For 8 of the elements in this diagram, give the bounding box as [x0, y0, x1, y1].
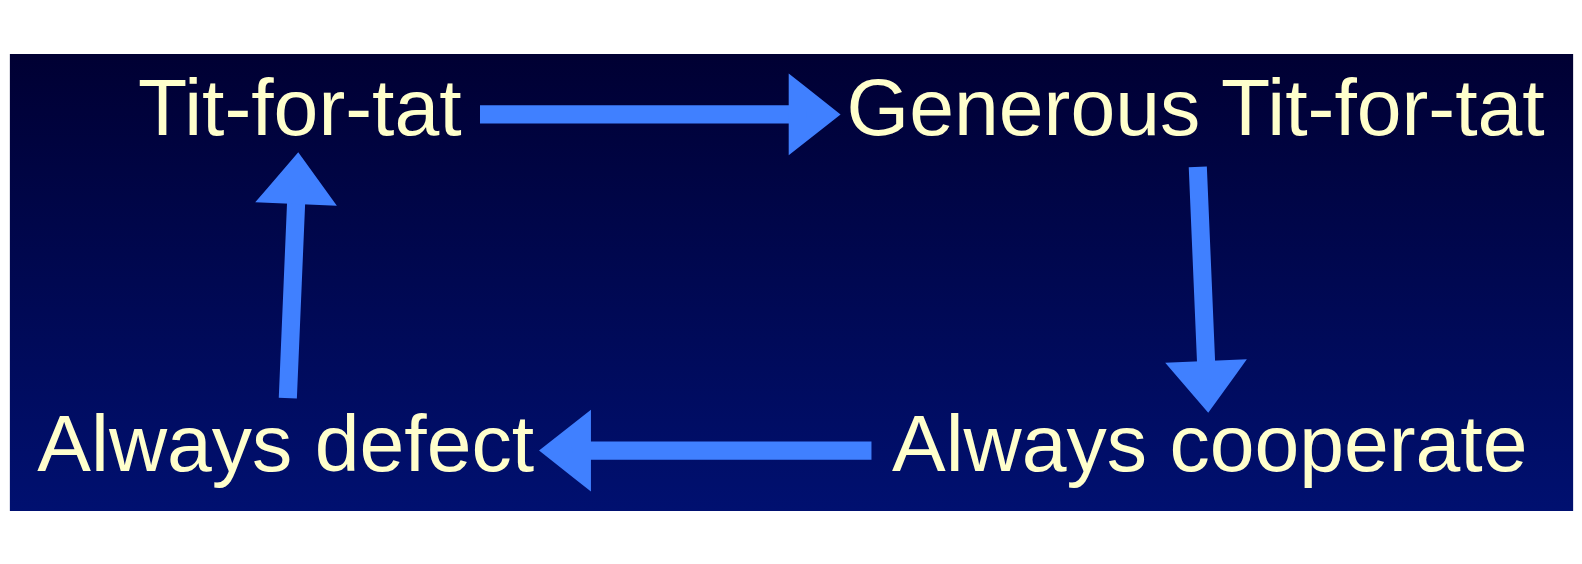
arrow	[479, 73, 841, 155]
node-text: Always defect	[36, 397, 534, 488]
node-text: Generous Tit-for-tat	[846, 61, 1545, 152]
arrow	[254, 151, 337, 399]
arrow	[538, 409, 871, 491]
arrow	[1164, 166, 1247, 413]
node-text: Tit-for-tat	[137, 61, 462, 152]
node-text: Always cooperate	[891, 397, 1527, 488]
